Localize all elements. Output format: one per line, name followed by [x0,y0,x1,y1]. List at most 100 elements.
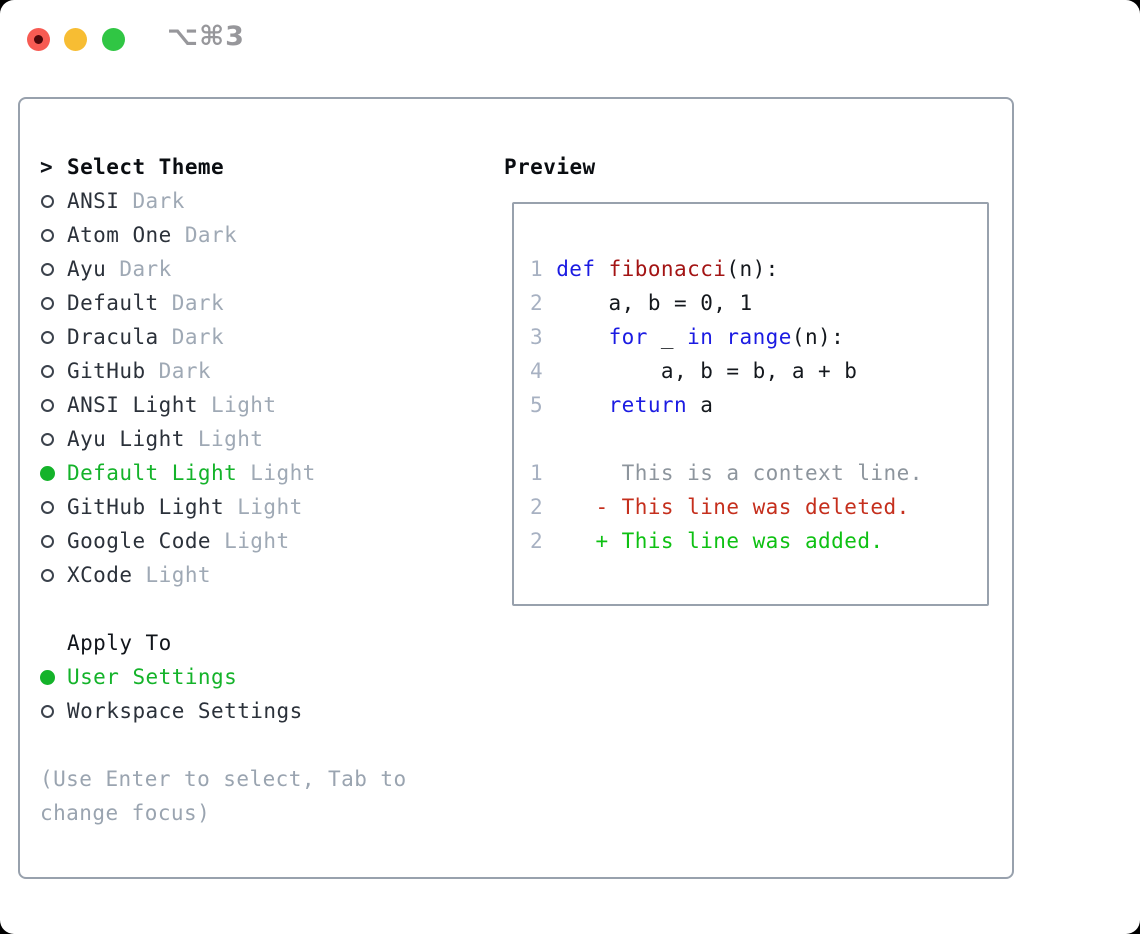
line-number: 1 [530,461,544,485]
code-token: a, b = 0, 1 [543,291,753,315]
theme-option[interactable]: Ayu Dark [40,252,472,286]
focus-marker-col: > [40,150,67,184]
code-line: 2 a, b = 0, 1 [530,286,987,320]
code-token: - This line was deleted. [543,495,910,519]
theme-name: Dracula [67,325,159,349]
code-token [713,325,726,349]
theme-variant: Light [132,563,212,587]
theme-variant: Dark [145,359,212,383]
theme-option[interactable]: Google Code Light [40,524,472,558]
theme-option[interactable]: Default Light Light [40,456,472,490]
apply-to-header: Apply To [67,631,172,655]
radio-unselected-icon [41,194,54,208]
code-token: a [687,393,714,417]
select-theme-header: Select Theme [67,155,225,179]
radio-unselected-icon [41,432,54,446]
radio-selected-icon [40,465,67,481]
minimize-button[interactable] [64,28,87,51]
theme-variant: Dark [171,223,238,247]
close-button[interactable] [27,28,50,51]
radio-unselected-icon [41,568,54,582]
theme-option[interactable]: GitHub Light Light [40,490,472,524]
line-number: 2 [530,529,544,553]
theme-name: ANSI Light [67,393,198,417]
code-line [530,422,987,456]
code-token: _ [647,325,688,349]
code-line: 5 return a [530,388,987,422]
spacer [40,728,472,762]
theme-variant: Dark [158,325,225,349]
theme-name: Google Code [67,529,212,553]
theme-option[interactable]: GitHub Dark [40,354,472,388]
code-token: (n): [791,325,845,349]
theme-variant: Light [184,427,264,451]
radio-unselected-icon [40,262,67,276]
theme-name: ANSI [67,189,120,213]
line-number [530,427,543,451]
code-token [595,257,608,281]
theme-name: GitHub Light [67,495,225,519]
code-token: (n): [726,257,779,281]
radio-selected-icon [40,669,55,685]
theme-option[interactable]: ANSI Dark [40,184,472,218]
theme-option[interactable]: Ayu Light Light [40,422,472,456]
radio-unselected-icon [41,228,54,242]
code-token: fibonacci [608,257,727,281]
radio-unselected-icon [41,364,54,378]
theme-variant: Light [197,393,277,417]
apply-to-header-row: Apply To [40,626,472,660]
line-number: 2 [530,291,544,315]
theme-variant: Dark [106,257,172,281]
radio-selected-icon [40,669,67,685]
radio-unselected-icon [41,534,54,548]
code-token [543,393,608,417]
theme-option[interactable]: Dracula Dark [40,320,472,354]
code-line: 1 def fibonacci(n): [530,252,987,286]
theme-variant: Dark [119,189,185,213]
theme-name: GitHub [67,359,146,383]
theme-option[interactable]: Atom One Dark [40,218,472,252]
radio-selected-icon [40,465,55,481]
preview-header: Preview [504,155,596,179]
radio-unselected-icon [40,398,67,412]
theme-name: Default [67,291,159,315]
radio-unselected-icon [40,568,67,582]
theme-option[interactable]: ANSI Light Light [40,388,472,422]
line-number: 1 [530,257,544,281]
apply-to-label: User Settings [67,665,238,689]
theme-variant: Light [224,495,303,519]
line-number: 3 [530,325,544,349]
radio-unselected-icon [40,228,67,242]
theme-name: Atom One [67,223,172,247]
code-token: range [726,325,792,349]
theme-option[interactable]: Default Dark [40,286,472,320]
radio-unselected-icon [41,398,54,412]
code-token: a, b = b, a + b [543,359,858,383]
window-shortcut-label: ⌥⌘3 [167,21,245,52]
theme-name: XCode [67,563,133,587]
apply-to-option[interactable]: Workspace Settings [40,694,472,728]
theme-option[interactable]: XCode Light [40,558,472,592]
radio-unselected-icon [40,364,67,378]
help-text: (Use Enter to select, Tab to change focu… [40,767,407,825]
theme-variant: Light [237,461,316,485]
radio-unselected-icon [40,296,67,310]
code-token: for [608,325,648,349]
code-line: 4 a, b = b, a + b [530,354,987,388]
code-token: + This line was added. [543,529,884,553]
code-token: This is a context line. [543,461,923,485]
theme-variant: Dark [158,291,225,315]
code-token: def [556,257,596,281]
radio-unselected-icon [41,330,54,344]
zoom-button[interactable] [102,28,125,51]
code-token: in [687,325,714,349]
radio-unselected-icon [41,500,54,514]
apply-to-option[interactable]: User Settings [40,660,472,694]
theme-name: Default Light [67,461,238,485]
